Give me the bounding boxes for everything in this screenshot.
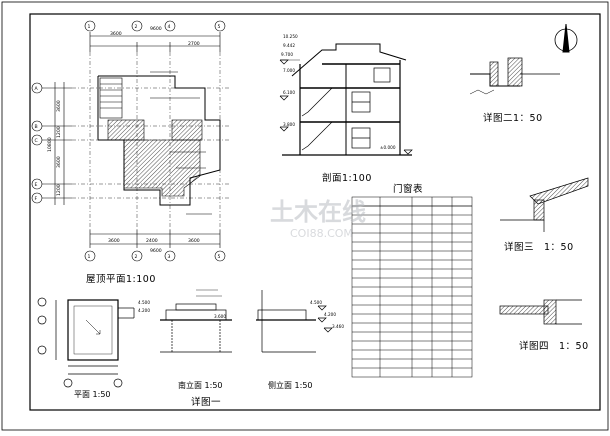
roof-dim-bottom-1: 3600 bbox=[108, 238, 120, 244]
section-title: 剖面1:100 bbox=[322, 173, 372, 184]
detail1-elevations: 4.500 4.200 3.600 4.500 4.200 3.460 bbox=[138, 300, 344, 329]
section-elevations: 10.250 9.442 9.700 7.000 6.100 3.800 ±0.… bbox=[281, 34, 396, 150]
axis-top-5: 5 bbox=[218, 24, 221, 30]
north-arrow-icon bbox=[554, 23, 578, 53]
section-elev-2: 9.442 bbox=[283, 43, 295, 48]
detail4-title: 详图四 1：50 bbox=[519, 341, 589, 352]
detail3-title: 详图三 1：50 bbox=[504, 242, 574, 253]
schedule-title: 门窗表 bbox=[393, 184, 424, 195]
detail1-elev-1: 4.500 bbox=[138, 300, 150, 305]
roof-dim-bottom-3: 3600 bbox=[188, 238, 200, 244]
axis-bottom-2: 2 bbox=[135, 254, 138, 260]
roof-plan bbox=[31, 20, 230, 262]
roof-plan-labels: 3600 2700 9600 1 2 4 5 A B C E F 3600 24… bbox=[35, 24, 221, 260]
section-drawing bbox=[279, 43, 413, 156]
drawing-frame bbox=[29, 13, 601, 411]
detail1-side bbox=[256, 290, 333, 353]
detail1-plan bbox=[37, 297, 135, 388]
detail1-plan-title: 平面 1:50 bbox=[74, 390, 111, 399]
section-elev-6: 3.800 bbox=[283, 122, 295, 127]
roof-dim-left-total: 10800 bbox=[47, 137, 53, 152]
detail2-title: 详图二1：50 bbox=[483, 113, 543, 124]
axis-top-4: 4 bbox=[168, 24, 171, 30]
section-elev-4: 7.000 bbox=[283, 68, 295, 73]
detail1-elev-6: 3.460 bbox=[332, 324, 344, 329]
axis-bottom-1: 1 bbox=[88, 254, 91, 260]
detail1-elev-2: 4.200 bbox=[138, 308, 150, 313]
section-elev-5: 6.100 bbox=[283, 90, 295, 95]
roof-dim-bottom-2: 2400 bbox=[146, 238, 158, 244]
roof-dim-left-2: 1200 bbox=[56, 126, 62, 138]
watermark-site: COI88.COM bbox=[290, 227, 353, 240]
watermark-brand: 土木在线 bbox=[270, 198, 366, 226]
detail1-title: 详图一 bbox=[191, 397, 222, 408]
roof-dim-top-total: 9600 bbox=[150, 26, 162, 32]
axis-left-b: B bbox=[35, 124, 38, 130]
axis-bottom-5: 5 bbox=[218, 254, 221, 260]
detail1-elev-3: 3.600 bbox=[214, 314, 226, 319]
axis-left-a: A bbox=[35, 86, 39, 92]
detail1-south bbox=[160, 289, 232, 353]
detail3 bbox=[500, 177, 589, 232]
detail1-elev-4: 4.500 bbox=[310, 300, 322, 305]
detail2 bbox=[469, 57, 560, 95]
roof-dim-bottom-total: 9600 bbox=[150, 248, 162, 254]
detail1-side-title: 侧立面 1:50 bbox=[268, 381, 313, 390]
roof-plan-title: 屋顶平面1:100 bbox=[86, 274, 156, 285]
axis-top-1: 1 bbox=[88, 24, 91, 30]
roof-dim-left-1: 3600 bbox=[56, 100, 62, 112]
detail1-south-title: 南立面 1:50 bbox=[178, 381, 223, 390]
axis-left-d: E bbox=[35, 182, 38, 188]
axis-bottom-3: 3 bbox=[168, 254, 171, 260]
roof-dim-top-1: 3600 bbox=[110, 31, 122, 37]
section-elev-1: 10.250 bbox=[283, 34, 298, 39]
section-elev-7: ±0.000 bbox=[380, 145, 396, 150]
door-window-schedule bbox=[351, 196, 473, 378]
axis-left-f: F bbox=[35, 196, 38, 202]
axis-left-c: C bbox=[35, 138, 38, 144]
detail4 bbox=[499, 299, 582, 325]
roof-dim-left-4: 1200 bbox=[56, 184, 62, 196]
roof-dim-top-2: 2700 bbox=[188, 41, 200, 47]
roof-dim-left-3: 3600 bbox=[56, 156, 62, 168]
section-elev-3: 9.700 bbox=[281, 52, 293, 57]
detail1-elev-5: 4.200 bbox=[324, 312, 336, 317]
axis-top-2: 2 bbox=[135, 24, 138, 30]
